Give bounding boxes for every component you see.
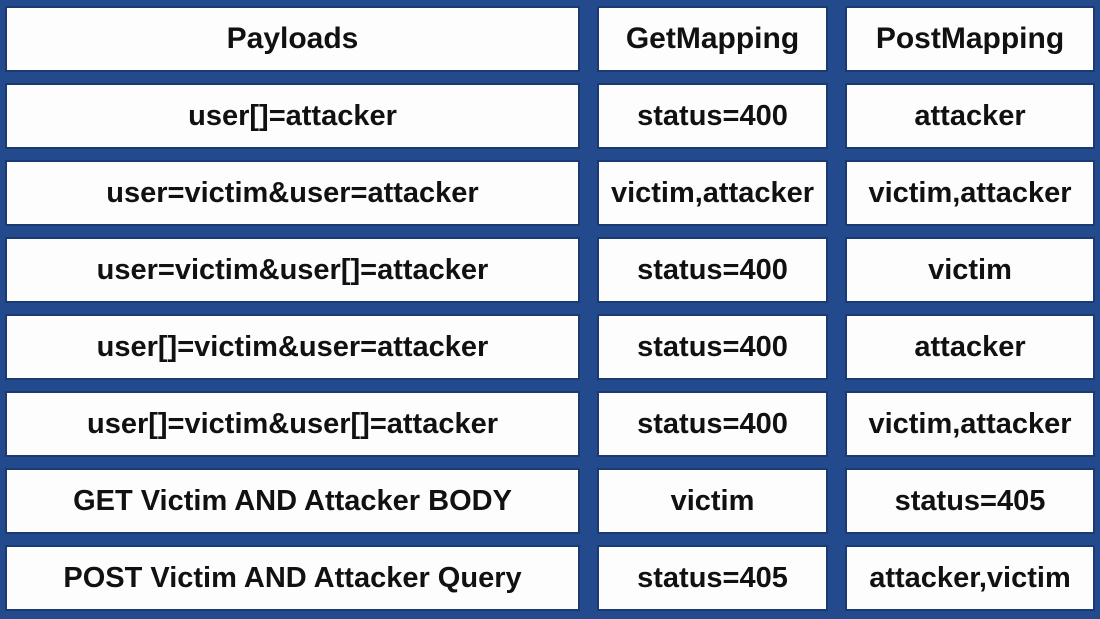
payload-cell: user[]=attacker xyxy=(5,83,580,149)
payload-cell: user=victim&user[]=attacker xyxy=(5,237,580,303)
payload-cell: POST Victim AND Attacker Query xyxy=(5,545,580,611)
header-cell-payloads: Payloads xyxy=(5,6,580,72)
getmapping-cell: victim,attacker xyxy=(597,160,828,226)
getmapping-cell: status=400 xyxy=(597,237,828,303)
getmapping-cell: status=400 xyxy=(597,391,828,457)
header-cell-postmapping: PostMapping xyxy=(845,6,1095,72)
getmapping-cell: status=405 xyxy=(597,545,828,611)
payload-cell: user=victim&user=attacker xyxy=(5,160,580,226)
postmapping-cell: attacker xyxy=(845,314,1095,380)
postmapping-cell: attacker,victim xyxy=(845,545,1095,611)
payload-cell: user[]=victim&user=attacker xyxy=(5,314,580,380)
getmapping-cell: status=400 xyxy=(597,83,828,149)
getmapping-cell: status=400 xyxy=(597,314,828,380)
postmapping-cell: victim xyxy=(845,237,1095,303)
header-cell-getmapping: GetMapping xyxy=(597,6,828,72)
getmapping-cell: victim xyxy=(597,468,828,534)
payload-cell: GET Victim AND Attacker BODY xyxy=(5,468,580,534)
postmapping-cell: victim,attacker xyxy=(845,391,1095,457)
postmapping-cell: attacker xyxy=(845,83,1095,149)
postmapping-cell: victim,attacker xyxy=(845,160,1095,226)
postmapping-cell: status=405 xyxy=(845,468,1095,534)
payload-cell: user[]=victim&user[]=attacker xyxy=(5,391,580,457)
